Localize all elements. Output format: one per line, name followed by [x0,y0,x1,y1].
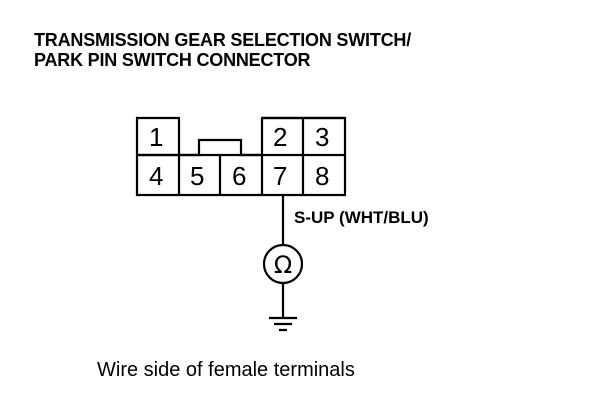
pin-1-label: 1 [149,122,163,152]
pin-3-label: 3 [315,122,329,152]
title-line-1: TRANSMISSION GEAR SELECTION SWITCH/ [34,30,412,50]
title-line-2: PARK PIN SWITCH CONNECTOR [34,50,311,70]
ground-icon [269,316,297,332]
pin-8-label: 8 [315,161,329,191]
connector-notch [179,138,262,157]
wire-label: S-UP (WHT/BLU) [294,208,429,227]
pin-dividers [177,118,305,195]
pin-7-label: 7 [273,161,287,191]
pin-2-label: 2 [273,122,287,152]
diagram-title: TRANSMISSION GEAR SELECTION SWITCH/ PARK… [34,30,411,70]
caption: Wire side of female terminals [97,359,355,381]
pin-6-label: 6 [232,161,246,191]
pin-4-label: 4 [149,161,163,191]
pin-5-label: 5 [190,161,204,191]
ohm-icon: Ω [274,251,292,279]
